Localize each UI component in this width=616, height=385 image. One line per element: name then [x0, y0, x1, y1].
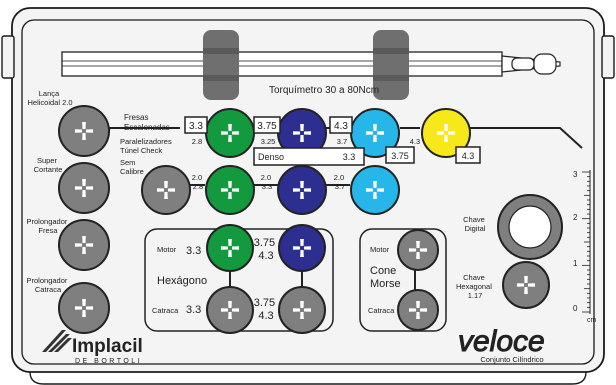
hole-hex-motor-navy[interactable] [278, 224, 326, 272]
hole-green-2[interactable] [205, 165, 255, 215]
value-r2c: 2.0 3.7 [334, 173, 347, 191]
label-chave-hexagonal: Chave Hexagonal 1.17 [456, 273, 494, 300]
hole-chave-digital[interactable] [497, 194, 563, 260]
tray-inner-border [21, 19, 595, 365]
size-box [253, 116, 281, 134]
label-hex-catraca: Catraca [152, 306, 179, 315]
ruler-unit: cm [587, 317, 597, 324]
value-r2a: 2.0 2.8 [192, 173, 205, 191]
ruler [582, 170, 591, 314]
hole-prolongador-fresa[interactable] [58, 219, 110, 271]
value-c1-sub: 3.7 [337, 137, 347, 146]
label-denso: Denso [258, 152, 284, 162]
size-box [329, 116, 353, 134]
left-latch [1, 35, 15, 79]
label-super-cortante: Super Cortante [34, 156, 63, 174]
label-lanca: Lança Helicoidal 2.0 [27, 89, 72, 107]
brand-veloce: veloce [458, 325, 545, 358]
label-chave-digital: Chave Digital [463, 215, 487, 233]
hole-cone-catraca[interactable] [397, 289, 439, 331]
brand-veloce-sub: Conjunto Cilíndrico [480, 355, 543, 364]
label-sem-calibre: Sem Calibre [120, 158, 144, 176]
hole-hex-catraca-2[interactable] [278, 286, 326, 334]
hole-prolongador-catraca[interactable] [58, 282, 110, 334]
brand-implacil-sub: DE BORTOLI [75, 358, 142, 365]
implacil-logo-icon [42, 330, 72, 352]
hole-super-cortante[interactable] [58, 162, 110, 214]
tray-base-lip [29, 371, 587, 385]
value-r2b: 2.0 3.3 [261, 173, 274, 191]
ruler-tick-0: 0 [573, 304, 578, 313]
value-y1-box: 4.3 [462, 151, 475, 161]
torque-label: Torquímetro 30 a 80Ncm [269, 85, 379, 96]
size-box [184, 116, 208, 134]
label-prolongador-fresa: Prolongador Fresa [27, 217, 70, 235]
label-cone-morse: Cone Morse [370, 265, 401, 290]
label-cone-catraca: Catraca [368, 306, 395, 315]
value-g1-sub: 2.8 [192, 137, 202, 146]
hole-cyan-2[interactable] [350, 165, 400, 215]
ruler-tick-1: 1 [573, 259, 578, 268]
label-hexagono: Hexágono [157, 275, 207, 287]
cone-morse-section [359, 228, 447, 332]
value-n1-sub: 3.25 [261, 137, 276, 146]
label-paralelizadores: Paralelizadores Túnel Check [120, 137, 174, 155]
denso-box [253, 147, 365, 166]
value-hex-catraca-2: 3.75 4.3 [254, 297, 278, 322]
value-y1-sub: 4.3 [410, 137, 420, 146]
hole-hex-catraca-1[interactable] [206, 286, 254, 334]
label-fresas: Fresas Escalonadas [124, 113, 170, 132]
label-prolongador-catraca: Prolongador Catraca [27, 276, 70, 294]
hole-lanca[interactable] [58, 105, 110, 157]
value-c1-box: 3.75 [391, 151, 409, 161]
value-denso: 3.3 [343, 152, 356, 162]
brand-implacil: Implacil [72, 336, 143, 357]
value-c1: 4.3 [334, 121, 348, 132]
value-hex-catraca-1: 3.3 [186, 304, 201, 316]
hole-sem-calibre[interactable] [141, 165, 191, 215]
right-latch [601, 35, 615, 79]
hole-cone-motor[interactable] [397, 229, 439, 271]
ruler-tick-2: 2 [573, 213, 578, 222]
hole-hex-motor-green[interactable] [206, 224, 254, 272]
ruler-tick-3: 3 [573, 170, 578, 179]
value-g1: 3.3 [189, 121, 203, 132]
label-hex-motor: Motor [157, 245, 177, 254]
value-hex-motor-2: 3.75 4.3 [254, 237, 278, 262]
hole-yellow[interactable] [421, 108, 471, 158]
hole-chave-hexagonal[interactable] [502, 261, 550, 309]
torque-wrench-icon [61, 30, 561, 100]
label-cone-motor: Motor [370, 245, 390, 254]
size-box [455, 146, 481, 164]
value-hex-motor-1: 3.3 [186, 245, 201, 257]
hole-green-3-3[interactable] [205, 108, 255, 158]
hole-navy-2[interactable] [277, 165, 327, 215]
value-n1: 3.75 [257, 121, 277, 132]
size-box [385, 146, 415, 164]
